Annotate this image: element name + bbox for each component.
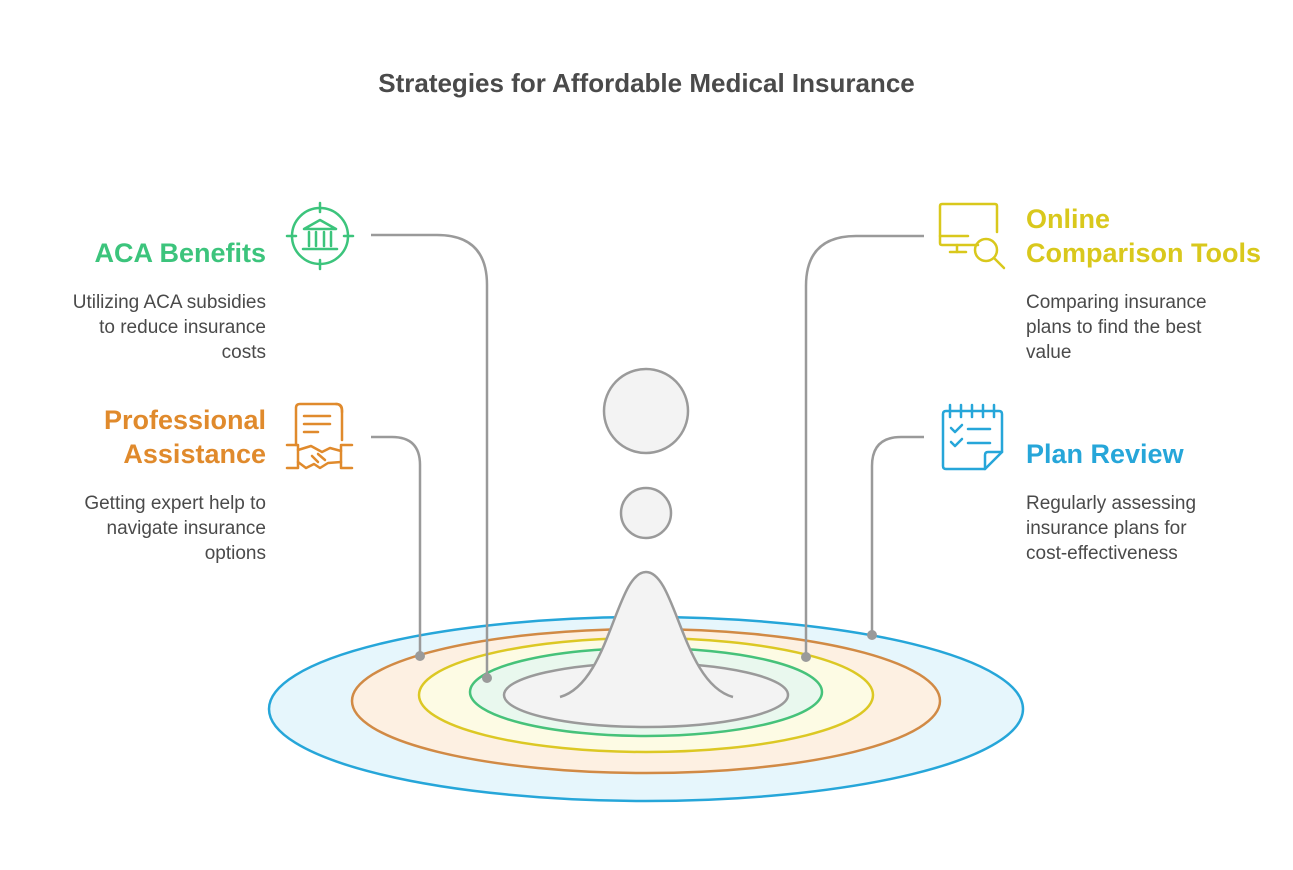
online-comparison-heading: Online Comparison Tools [1026, 202, 1261, 270]
connector-review [870, 435, 924, 635]
online-heading-line-1: Online [1026, 204, 1111, 234]
professional-desc-line-3: options [204, 543, 266, 564]
page-title: Strategies for Affordable Medical Insura… [378, 68, 915, 98]
connector-online [804, 234, 924, 657]
bank-target-icon [285, 201, 355, 271]
online-desc-line-1: Comparing insurance [1026, 292, 1207, 313]
review-heading-text: Plan Review [1026, 439, 1184, 469]
aca-heading-text: ACA Benefits [94, 238, 266, 268]
connector-dot-aca [482, 673, 492, 683]
online-heading-line-2: Comparison Tools [1026, 238, 1262, 268]
review-desc-line-1: Regularly assessing [1026, 493, 1197, 514]
aca-benefits-description: Utilizing ACA subsidies to reduce insura… [73, 290, 266, 365]
connector-professional [371, 435, 422, 656]
professional-assistance-heading: Professional Assistance [104, 403, 266, 471]
document-handshake-icon [285, 402, 354, 470]
monitor-search-icon [938, 202, 1006, 270]
plan-review-description: Regularly assessing insurance plans for … [1026, 491, 1196, 566]
aca-benefits-heading: ACA Benefits [94, 236, 266, 270]
review-desc-line-2: insurance plans for [1026, 518, 1187, 539]
aca-desc-line-1: Utilizing ACA subsidies [72, 292, 266, 313]
online-comparison-description: Comparing insurance plans to find the be… [1026, 290, 1207, 365]
connector-aca [371, 233, 489, 678]
droplet-small [619, 486, 673, 540]
connector-dot-review [867, 630, 877, 640]
professional-desc-line-1: Getting expert help to [84, 493, 266, 514]
splash-column [559, 570, 734, 699]
aca-desc-line-3: costs [221, 342, 266, 363]
professional-heading-line-2: Assistance [123, 439, 266, 469]
calendar-checklist-icon [941, 403, 1004, 471]
plan-review-heading: Plan Review [1026, 437, 1184, 471]
aca-desc-line-2: to reduce insurance [99, 317, 266, 338]
connector-dot-online [801, 652, 811, 662]
professional-heading-line-1: Professional [103, 405, 266, 435]
professional-assistance-description: Getting expert help to navigate insuranc… [84, 491, 266, 566]
droplet-large [602, 367, 690, 455]
review-desc-line-3: cost-effectiveness [1026, 543, 1178, 564]
connector-dot-professional [415, 651, 425, 661]
online-desc-line-3: value [1026, 342, 1072, 363]
professional-desc-line-2: navigate insurance [106, 518, 267, 539]
online-desc-line-2: plans to find the best [1026, 317, 1202, 338]
